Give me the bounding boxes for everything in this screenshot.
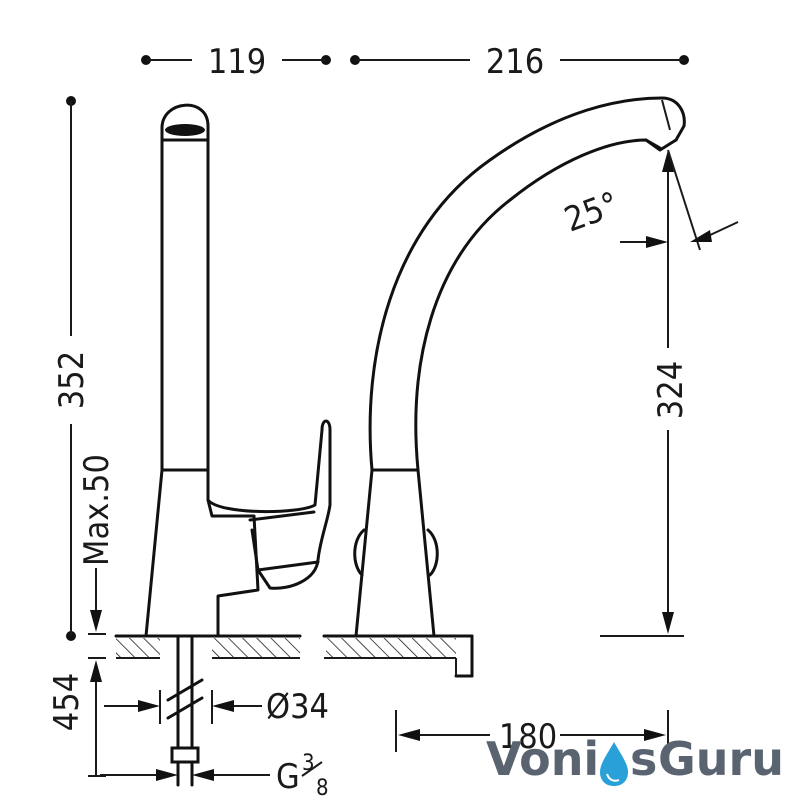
deck-left: [114, 634, 302, 659]
dimension-max50: Max.50: [77, 454, 117, 635]
supply-shank: [166, 634, 204, 787]
dimension-diameter-label: Ø34: [266, 687, 329, 727]
dimension-connection-g38: G 3 8: [100, 751, 329, 800]
dimension-324: 324: [600, 150, 691, 637]
watermark-logo: Voni s Guru: [486, 732, 784, 786]
dimension-216: 216: [350, 42, 689, 82]
dimension-352-label: 352: [52, 351, 92, 409]
deck-right: [322, 634, 474, 678]
water-drop-icon: [600, 742, 628, 786]
dimension-119-label: 119: [208, 42, 266, 82]
angle-25-label: 25°: [559, 184, 624, 240]
dimension-454-label: 454: [47, 673, 87, 731]
faucet-side-view: [144, 103, 332, 638]
watermark-text-guru: Guru: [658, 732, 784, 786]
watermark-text-voni: Voni: [486, 732, 599, 786]
dimension-diameter-34: Ø34: [104, 687, 329, 727]
connection-denominator: 8: [316, 776, 329, 800]
dimension-180: 180: [395, 710, 669, 757]
dimension-352: 352: [52, 96, 92, 641]
dimension-angle-25: 25°: [559, 149, 739, 251]
dimension-324-label: 324: [651, 361, 691, 419]
connection-prefix: G: [276, 757, 300, 797]
dimension-119: 119: [141, 42, 331, 82]
dimension-max50-label: Max.50: [77, 454, 117, 566]
faucet-front-view: [353, 96, 686, 638]
dimension-180-label: 180: [499, 717, 557, 757]
watermark-text-s: s: [630, 732, 657, 786]
dimension-454: 454: [47, 657, 106, 777]
dimension-216-label: 216: [486, 42, 544, 82]
